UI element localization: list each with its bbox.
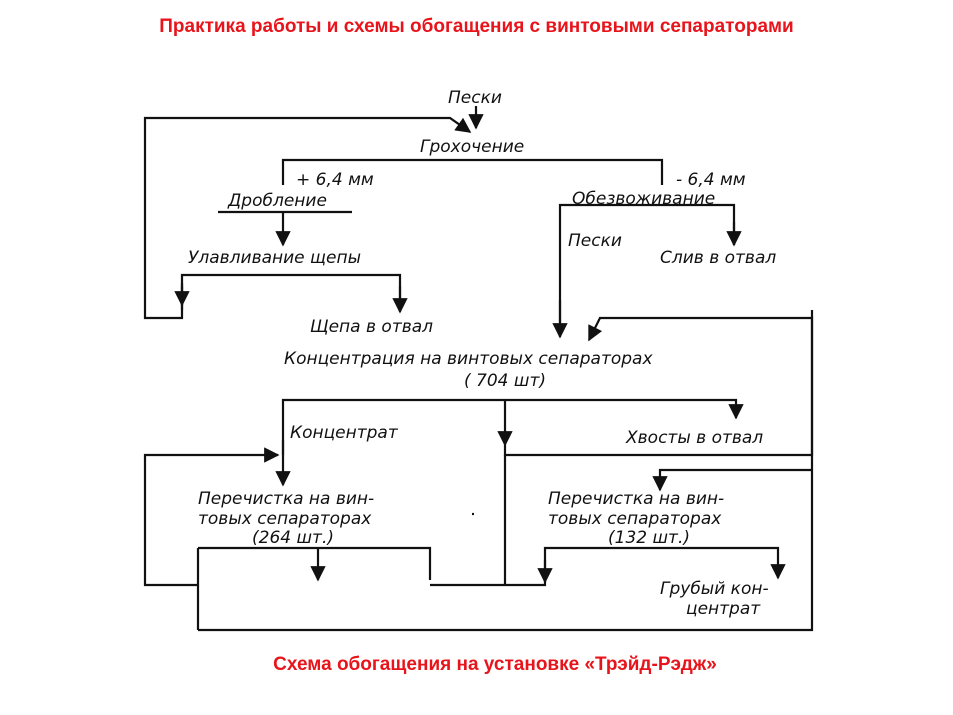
label-overflow: Слив в отвал (660, 248, 776, 268)
label-minus-size: - 6,4 мм (676, 170, 746, 190)
label-sands: Пески (568, 231, 622, 251)
page-title: Практика работы и схемы обогащения с вин… (159, 16, 794, 37)
label-sands-feed: Пески (448, 88, 502, 108)
label-cleaning-left-3: (264 шт.) (252, 528, 334, 548)
flow-lines (143, 106, 814, 632)
diagram-caption: Схема обогащения на установке «Трэйд-Рэд… (273, 654, 717, 675)
label-rough-concentrate-2: центрат (686, 599, 761, 619)
label-concentration-count: ( 704 шт) (464, 371, 546, 391)
label-rough-concentrate-1: Грубый кон- (660, 579, 769, 599)
label-cleaning-right-3: (132 шт.) (608, 528, 690, 548)
label-plus-size: + 6,4 мм (296, 170, 374, 190)
label-screening: Грохочение (420, 137, 524, 157)
label-cleaning-left-2: товых сепараторах (198, 509, 372, 529)
label-crushing: Дробление (227, 191, 327, 211)
flow-labels: Пески Грохочение + 6,4 мм - 6,4 мм Дробл… (188, 88, 776, 619)
label-cleaning-right-2: товых сепараторах (548, 509, 722, 529)
label-cleaning-left-1: Перечистка на вин- (198, 489, 374, 509)
label-dewatering: Обезвоживание (572, 189, 715, 209)
label-chip-catching: Улавливание щепы (188, 248, 361, 268)
label-tailings: Хвосты в отвал (625, 428, 763, 448)
label-concentrate: Концентрат (290, 423, 399, 443)
label-cleaning-right-1: Перечистка на вин- (548, 489, 724, 509)
label-chips-waste: Щепа в отвал (310, 317, 433, 337)
label-concentration: Концентрация на винтовых сепараторах (284, 349, 653, 369)
